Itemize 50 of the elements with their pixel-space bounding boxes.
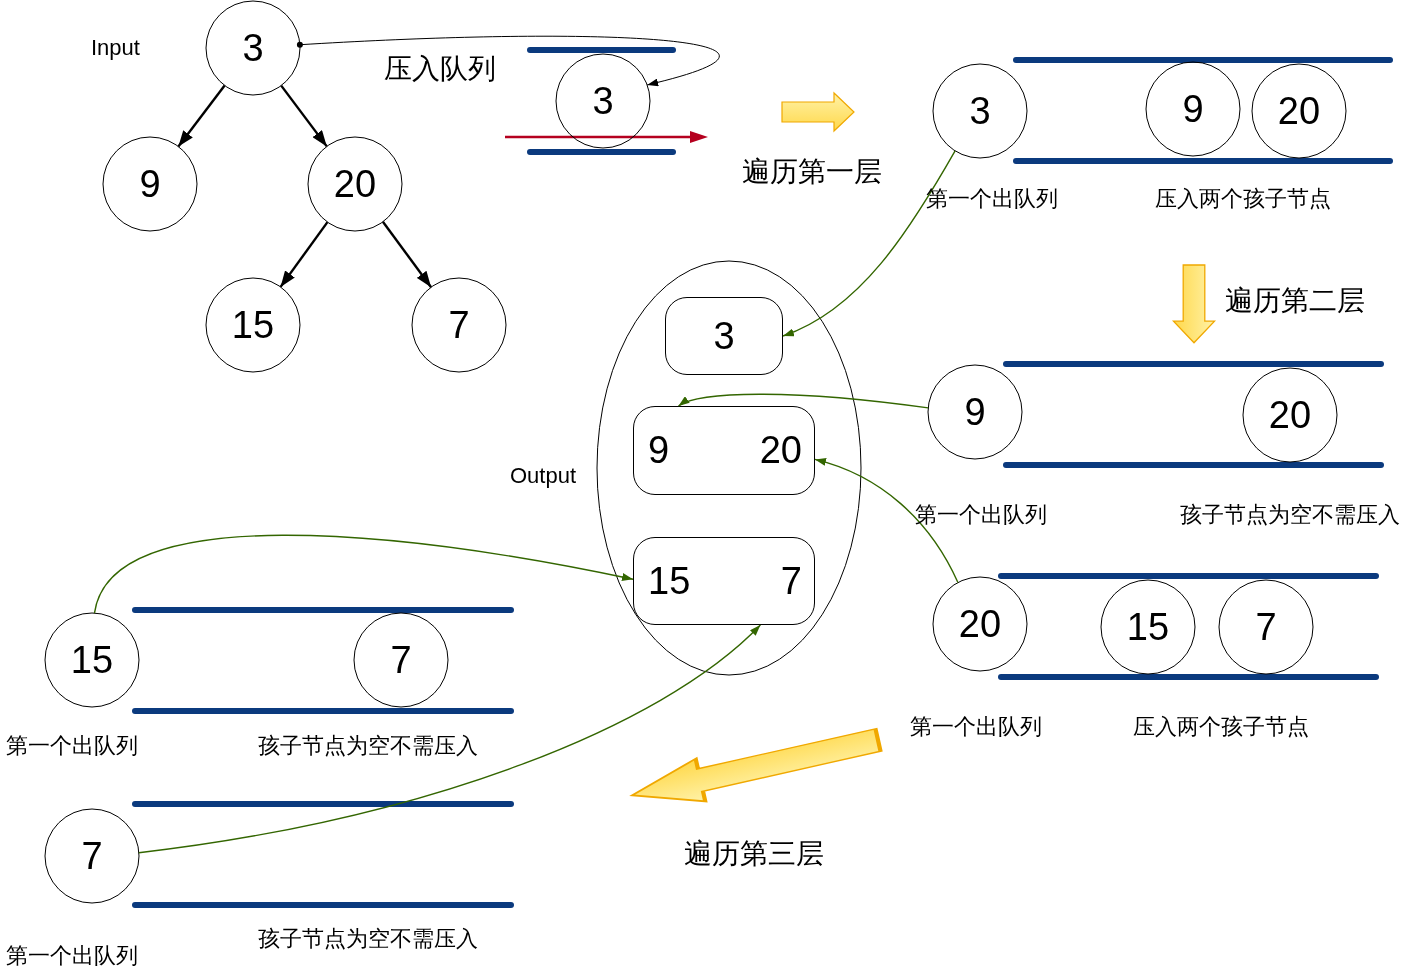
step-label: 压入两个孩子节点 <box>1155 188 1331 210</box>
value-text: 15 <box>648 559 691 603</box>
step-label: 孩子节点为空不需压入 <box>258 928 478 950</box>
circle-node: 20 <box>932 576 1028 672</box>
step-label: 第一个出队列 <box>926 188 1058 210</box>
arrow <box>814 458 959 584</box>
arrow <box>138 624 762 854</box>
value-text: 7 <box>780 559 802 603</box>
arrow <box>280 84 328 148</box>
circle-node: 9 <box>927 364 1023 460</box>
arrow <box>279 221 329 288</box>
arrow <box>677 393 929 409</box>
circle-node: 15 <box>1100 579 1196 675</box>
output-box: 3 <box>665 297 783 375</box>
output-box <box>633 406 815 495</box>
arrow <box>177 84 226 148</box>
step-label: 遍历第三层 <box>684 840 824 868</box>
circle-node: 7 <box>44 808 140 904</box>
step-label: 遍历第二层 <box>1225 287 1365 315</box>
circle-node: 3 <box>205 0 301 96</box>
output-box <box>633 537 815 625</box>
arrow <box>296 35 720 86</box>
step-label: 孩子节点为空不需压入 <box>258 735 478 757</box>
circle-node: 3 <box>932 63 1028 159</box>
arrow <box>93 534 634 614</box>
circle-node: 7 <box>353 612 449 708</box>
step-label: 孩子节点为空不需压入 <box>1180 504 1400 526</box>
value-text: 9 <box>648 429 670 472</box>
output-label: Output <box>510 465 577 487</box>
circle-node: 20 <box>1242 367 1338 463</box>
arrow <box>381 221 433 288</box>
circle-node: 7 <box>411 277 507 373</box>
arrow <box>782 150 956 337</box>
circle-node: 20 <box>307 136 403 232</box>
circle-node: 9 <box>102 136 198 232</box>
step-label: 第一个出队列 <box>915 504 1047 526</box>
circle-node: 15 <box>44 612 140 708</box>
step-label: 第一个出队列 <box>6 945 138 967</box>
step-label: 压入两个孩子节点 <box>1133 716 1309 738</box>
step-label: 遍历第一层 <box>742 158 882 186</box>
circle-node: 3 <box>555 53 651 149</box>
step-label: 压入队列 <box>384 55 496 83</box>
step-label: 第一个出队列 <box>6 735 138 757</box>
circle-node: 20 <box>1251 63 1347 159</box>
input-label: Input <box>91 37 140 59</box>
value-text: 20 <box>759 429 802 472</box>
circle-node: 9 <box>1145 61 1241 157</box>
circle-node: 15 <box>205 277 301 373</box>
circle-node: 7 <box>1218 579 1314 675</box>
step-label: 第一个出队列 <box>910 716 1042 738</box>
